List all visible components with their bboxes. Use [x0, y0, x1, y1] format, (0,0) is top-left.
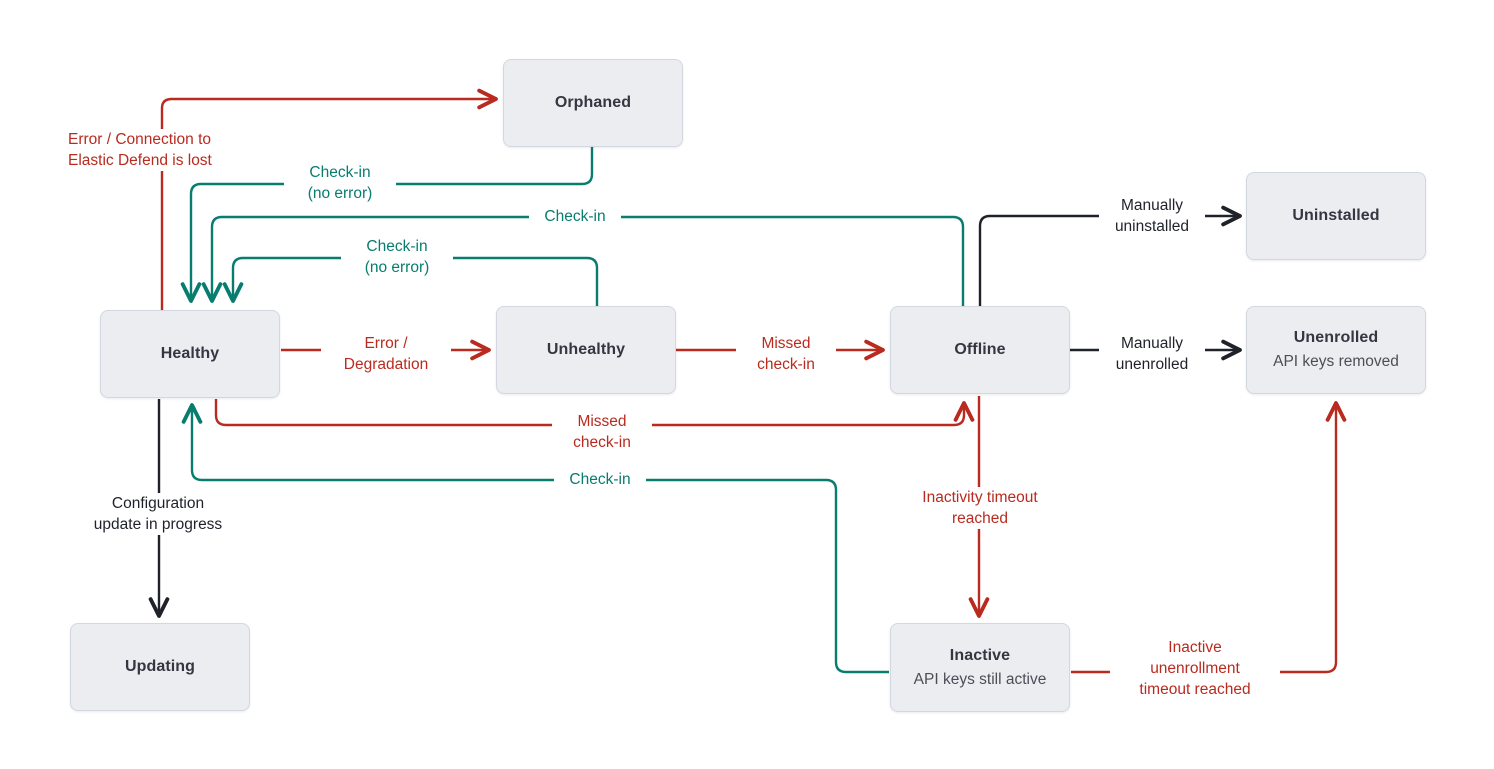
- edge-label-manually-uninstalled: Manually uninstalled: [1099, 195, 1205, 237]
- edge-label-inactivity-timeout: Inactivity timeout reached: [889, 487, 1071, 529]
- node-unenrolled-subtitle: API keys removed: [1273, 353, 1399, 370]
- node-orphaned-title: Orphaned: [554, 94, 632, 111]
- node-unenrolled-title: Unenrolled: [1293, 329, 1379, 346]
- edge-label-missed-checkin-healthy: Missed check-in: [552, 411, 652, 453]
- node-healthy[interactable]: Healthy: [100, 310, 280, 398]
- edge-label-missed-checkin-unhealthy: Missed check-in: [736, 333, 836, 375]
- node-updating-title: Updating: [124, 658, 196, 675]
- node-inactive-title: Inactive: [949, 646, 1011, 664]
- node-uninstalled-title: Uninstalled: [1292, 207, 1380, 224]
- edge-inactive-to-healthy: [181, 403, 889, 674]
- node-uninstalled[interactable]: Uninstalled: [1246, 172, 1426, 260]
- edge-healthy-to-orphaned: [160, 88, 498, 310]
- node-unenrolled[interactable]: Unenrolled API keys removed: [1246, 306, 1426, 394]
- node-offline-title: Offline: [954, 341, 1006, 358]
- edge-label-inactive-unenrollment: Inactive unenrollment timeout reached: [1110, 637, 1280, 700]
- node-updating[interactable]: Updating: [70, 623, 250, 711]
- edge-label-checkin-inactive: Check-in: [554, 469, 646, 490]
- edge-label-configuration-update: Configuration update in progress: [68, 493, 248, 535]
- edge-label-checkin-no-error-top: Check-in (no error): [284, 162, 396, 204]
- edge-label-checkin-no-error-mid: Check-in (no error): [341, 236, 453, 278]
- edge-inactive-to-unenrolled: [1071, 401, 1347, 674]
- edge-label-checkin-offline: Check-in: [529, 206, 621, 227]
- node-healthy-title: Healthy: [160, 345, 220, 362]
- edge-offline-to-healthy: [201, 215, 965, 306]
- node-inactive[interactable]: Inactive API keys still active: [890, 623, 1070, 712]
- edge-offline-to-uninstalled: [978, 205, 1242, 306]
- node-inactive-subtitle: API keys still active: [913, 670, 1047, 688]
- node-orphaned[interactable]: Orphaned: [503, 59, 683, 147]
- edge-label-manually-unenrolled: Manually unenrolled: [1099, 333, 1205, 375]
- node-offline[interactable]: Offline: [890, 306, 1070, 394]
- edge-label-error-connection-lost: Error / Connection to Elastic Defend is …: [62, 129, 262, 171]
- node-unhealthy-title: Unhealthy: [546, 341, 626, 358]
- edge-label-error-degradation: Error / Degradation: [321, 333, 451, 375]
- node-unhealthy[interactable]: Unhealthy: [496, 306, 676, 394]
